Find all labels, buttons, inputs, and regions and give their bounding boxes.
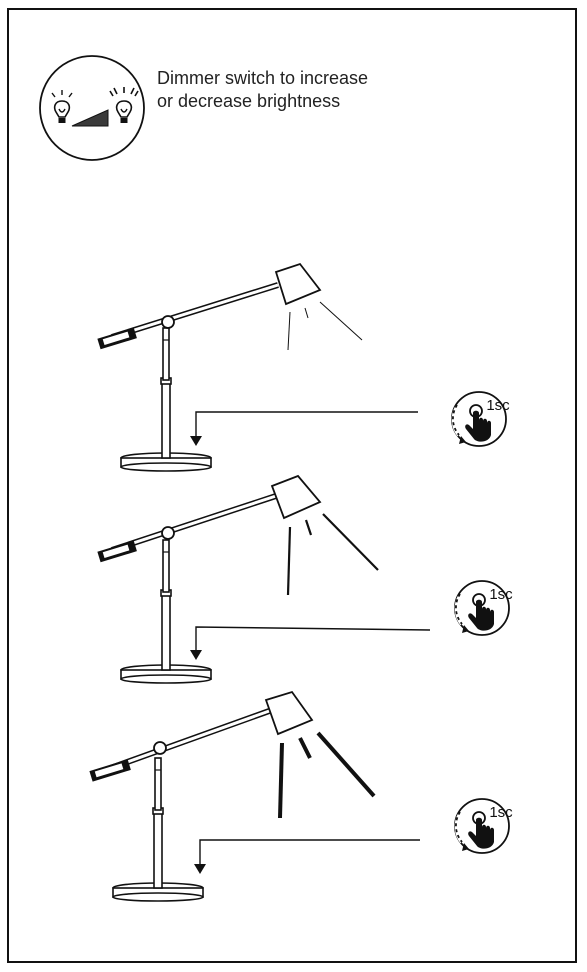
press-hold-icon-2: 1sc bbox=[455, 581, 513, 635]
press-duration-label-2: 1sc bbox=[489, 586, 513, 603]
lamp-step-1 bbox=[97, 264, 418, 471]
press-hold-icon-1: 1sc bbox=[452, 392, 510, 446]
lamp-step-3 bbox=[89, 692, 420, 901]
dimmer-bulbs-icon bbox=[40, 56, 144, 160]
press-hold-icon-3: 1sc bbox=[455, 799, 513, 853]
press-duration-label-1: 1sc bbox=[486, 397, 510, 414]
press-duration-label-3: 1sc bbox=[489, 804, 513, 821]
lamp-step-2 bbox=[97, 476, 430, 683]
